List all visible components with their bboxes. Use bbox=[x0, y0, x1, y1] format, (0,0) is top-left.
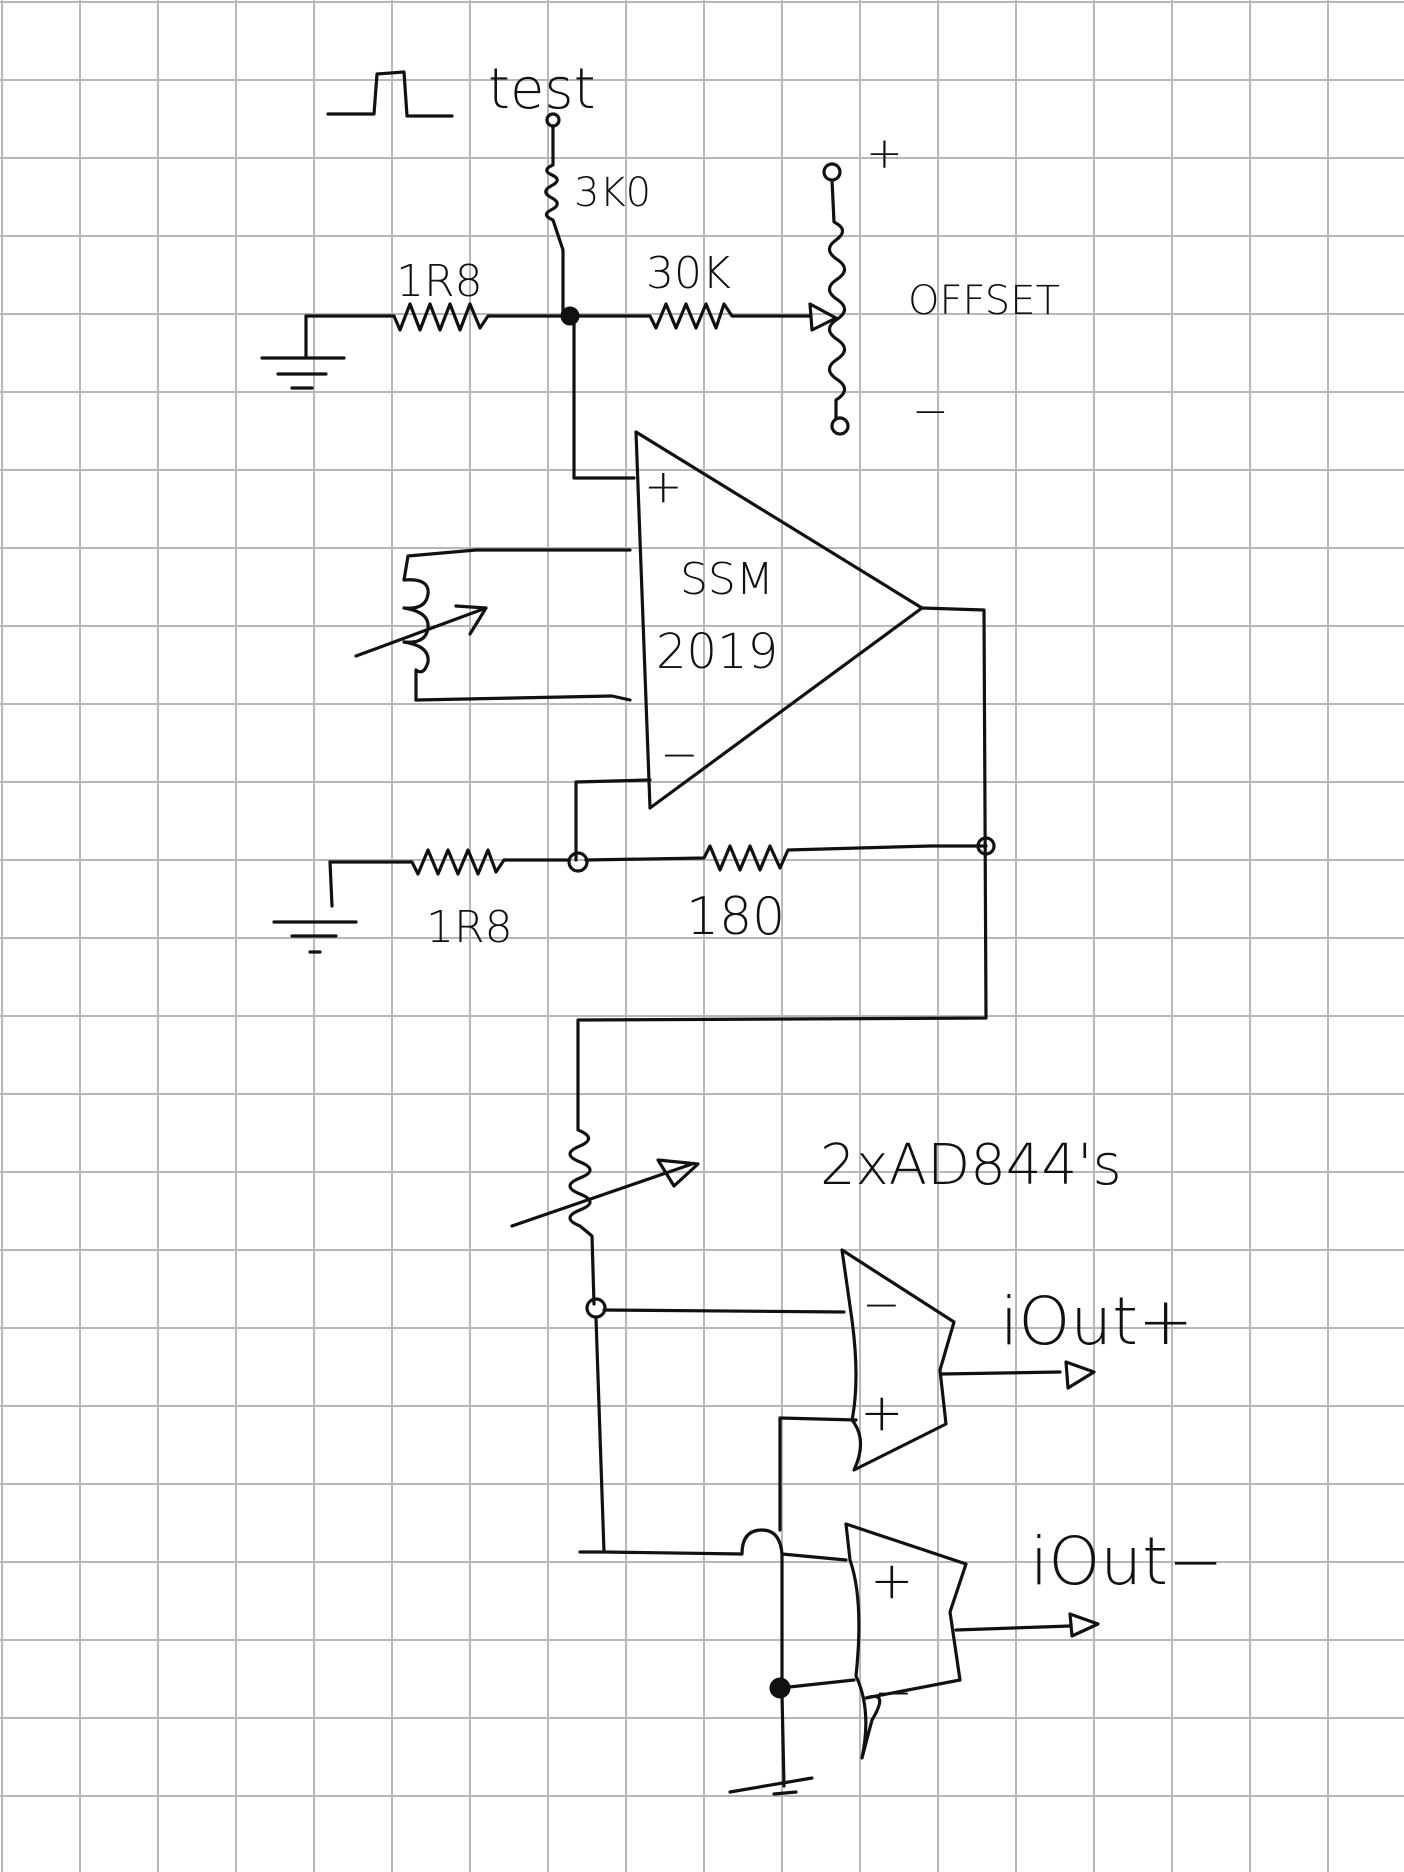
offset-pot-plus-label: + bbox=[866, 128, 903, 179]
offset-pot-plus-terminal bbox=[822, 162, 842, 182]
opamp-minus-pin-label: − bbox=[660, 727, 699, 781]
junction-gain-pot bbox=[585, 1297, 607, 1319]
iout-plus-arrow bbox=[1064, 1360, 1096, 1390]
resistor-30k-label: 30K bbox=[646, 248, 731, 299]
resistor-180-label: 180 bbox=[686, 887, 785, 947]
iout-minus-arrow bbox=[1068, 1612, 1100, 1638]
resistor-1r8-top bbox=[392, 302, 565, 332]
resistor-1r8-bottom bbox=[328, 848, 570, 876]
opamp-plus-pin-label: + bbox=[644, 459, 683, 513]
resistor-1r8-top-label: 1R8 bbox=[396, 256, 483, 307]
chip-label-ssm: SSM bbox=[680, 554, 774, 605]
ground-symbol-top bbox=[260, 314, 346, 390]
resistor-3k0-label: 3K0 bbox=[574, 170, 651, 216]
junction-minus-node bbox=[567, 851, 589, 873]
ground-symbol-buffer bbox=[728, 1692, 814, 1796]
offset-pot-wiper-arrow bbox=[808, 302, 838, 332]
ad844-buffer-2 bbox=[844, 1522, 968, 1760]
test-label: test bbox=[488, 57, 596, 122]
offset-pot-minus-label: − bbox=[912, 386, 949, 437]
resistor-3k0 bbox=[544, 124, 565, 315]
gain-adjust-arrow bbox=[354, 604, 488, 658]
offset-pot-minus-terminal bbox=[830, 416, 850, 436]
offset-label: OFFSET bbox=[908, 278, 1060, 324]
buffer1-minus-label: − bbox=[862, 1277, 901, 1331]
iout-plus-label: iOut+ bbox=[1000, 1283, 1193, 1360]
buffer-note-label: 2xAD844's bbox=[820, 1133, 1122, 1198]
buffer2-minus-label: − bbox=[874, 1665, 913, 1719]
gain-potentiometer bbox=[568, 1106, 596, 1306]
resistor-180 bbox=[584, 844, 932, 872]
ground-symbol-bottom bbox=[272, 860, 358, 954]
buffer2-plus-label: + bbox=[870, 1551, 914, 1611]
resistor-1r8-bottom-label: 1R8 bbox=[426, 902, 513, 953]
offset-potentiometer bbox=[827, 178, 847, 420]
test-pulse-symbol bbox=[326, 70, 454, 118]
gain-pot-adjust-arrow bbox=[510, 1158, 700, 1228]
ssm2019-opamp-triangle bbox=[634, 430, 924, 810]
chip-label-2019: 2019 bbox=[656, 624, 778, 680]
resistor-30k bbox=[576, 302, 812, 330]
buffer1-plus-label: + bbox=[860, 1383, 904, 1443]
iout-minus-label: iOut− bbox=[1030, 1523, 1223, 1600]
